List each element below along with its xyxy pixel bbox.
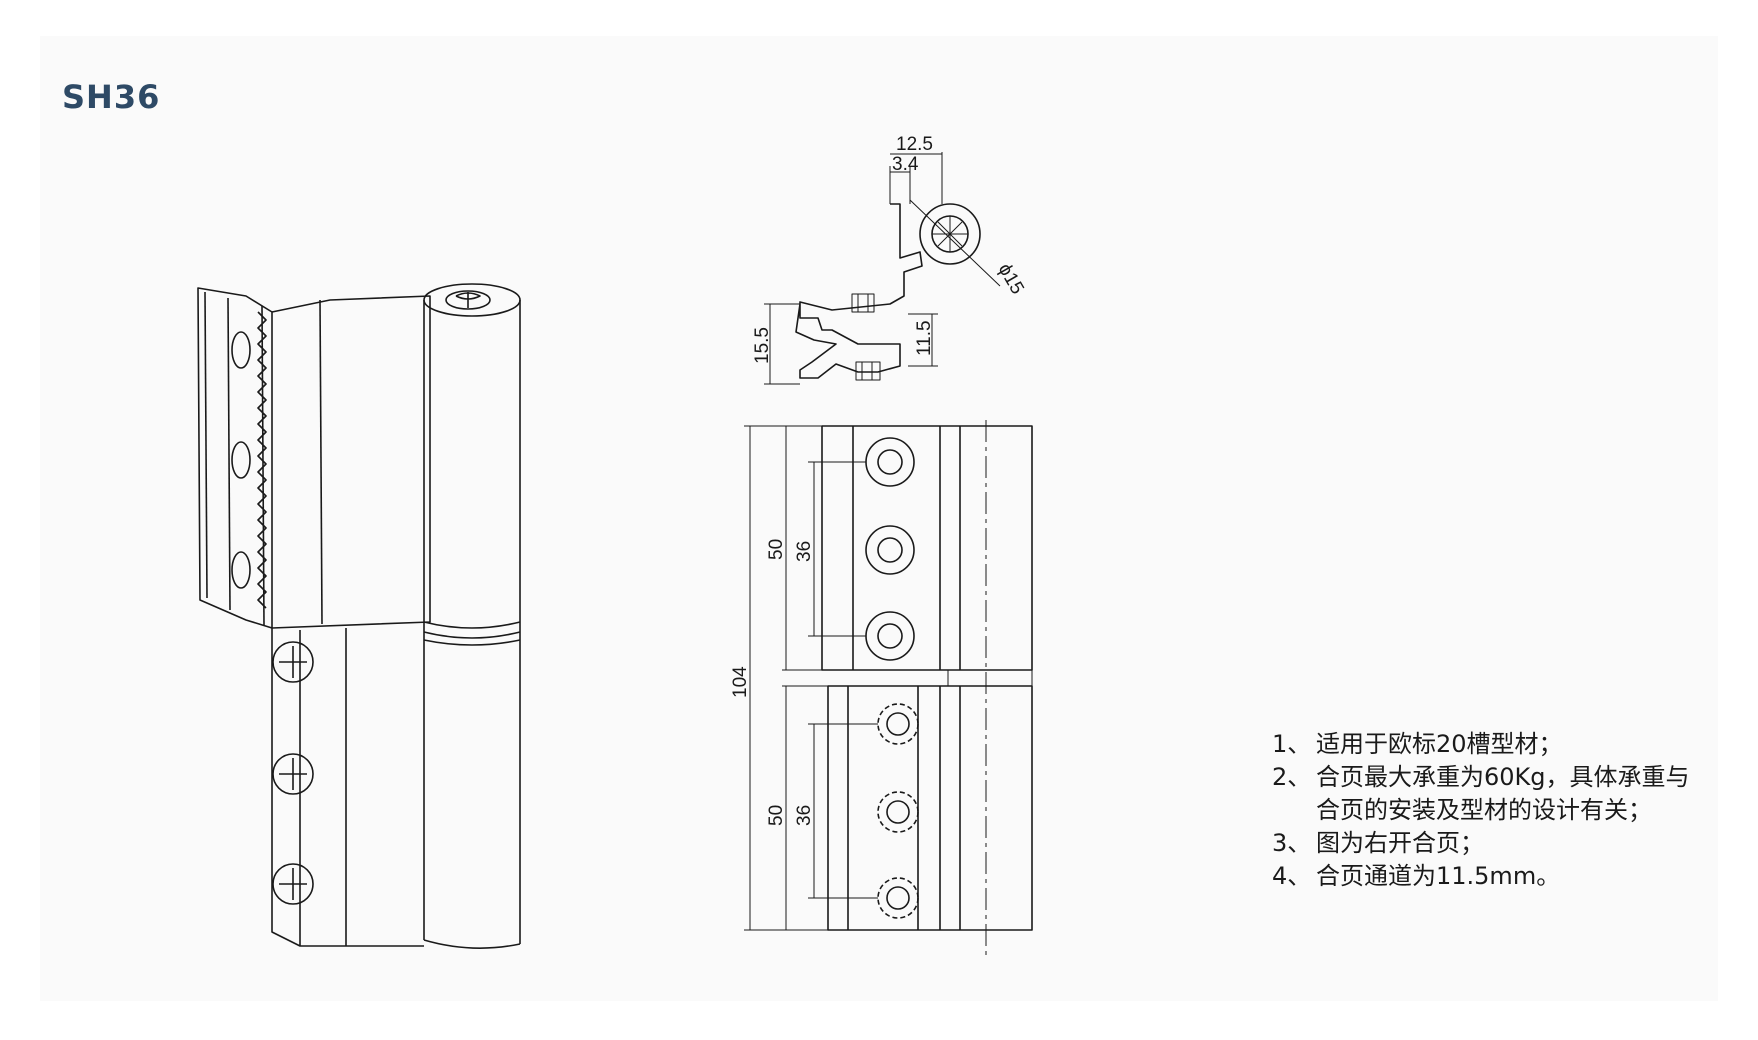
note-number: 2、 — [1272, 763, 1312, 791]
mount-hole — [877, 791, 919, 833]
screw-head — [272, 863, 314, 905]
section-view — [764, 152, 1001, 385]
leaf-hole — [231, 441, 251, 479]
mount-hole — [877, 703, 919, 745]
note-item: 3、 图为右开合页； — [1272, 827, 1692, 860]
screw-head — [272, 641, 314, 683]
dim-label-36-upper: 36 — [794, 541, 815, 562]
dim-label-104: 104 — [730, 666, 751, 698]
dim-label-15-5: 15.5 — [752, 327, 773, 364]
dim-line-36-lower — [808, 723, 878, 899]
barrel-top — [423, 283, 521, 317]
mount-hole — [877, 877, 919, 919]
note-text: 图为右开合页； — [1316, 829, 1484, 857]
note-number: 1、 — [1272, 730, 1312, 758]
dim-label-3-4: 3.4 — [892, 154, 919, 175]
note-text: 合页通道为11.5mm。 — [1316, 862, 1561, 890]
drawing-sheet — [40, 36, 1718, 1001]
dim-label-50-upper: 50 — [766, 539, 787, 560]
note-text: 适用于欧标20槽型材； — [1316, 730, 1563, 758]
dim-line-15-5 — [764, 303, 800, 385]
note-text: 合页最大承重为60Kg，具体承重与合页的安装及型材的设计有关； — [1316, 763, 1690, 824]
section-profile — [795, 203, 923, 379]
leaf-hole — [231, 551, 251, 589]
lower-plate-elevation — [827, 685, 1033, 931]
dim-label-50-lower: 50 — [766, 805, 787, 826]
dim-label-diameter: ϕ15 — [994, 260, 1028, 298]
dim-line-36-upper — [808, 461, 866, 637]
dim-label-11-5: 11.5 — [914, 320, 935, 356]
upper-plate — [271, 295, 431, 629]
mount-hole — [865, 437, 915, 487]
note-item: 1、 适用于欧标20槽型材； — [1272, 728, 1692, 761]
notes-list: 1、 适用于欧标20槽型材； 2、 合页最大承重为60Kg，具体承重与合页的安装… — [1272, 728, 1692, 893]
serrated-edge — [257, 311, 267, 609]
dim-line-11-5 — [908, 313, 938, 367]
mount-hole — [865, 525, 915, 575]
hinge-barrel — [423, 300, 521, 944]
dim-label-12-5: 12.5 — [896, 134, 933, 155]
dim-label-36-lower: 36 — [794, 805, 815, 826]
leaf-hole — [231, 331, 251, 369]
dim-line-diameter — [909, 199, 1001, 287]
screw-head — [272, 753, 314, 795]
mount-hole — [865, 611, 915, 661]
note-item: 4、 合页通道为11.5mm。 — [1272, 860, 1692, 893]
note-number: 4、 — [1272, 862, 1312, 890]
note-item: 2、 合页最大承重为60Kg，具体承重与合页的安装及型材的设计有关； — [1272, 761, 1692, 827]
section-barrel — [919, 203, 981, 265]
note-number: 3、 — [1272, 829, 1312, 857]
hinge-3d-view — [197, 283, 521, 949]
pin-head — [445, 290, 491, 310]
lower-leaf-outline — [271, 628, 424, 947]
model-title: SH36 — [62, 78, 161, 116]
front-elevation — [744, 420, 1033, 958]
